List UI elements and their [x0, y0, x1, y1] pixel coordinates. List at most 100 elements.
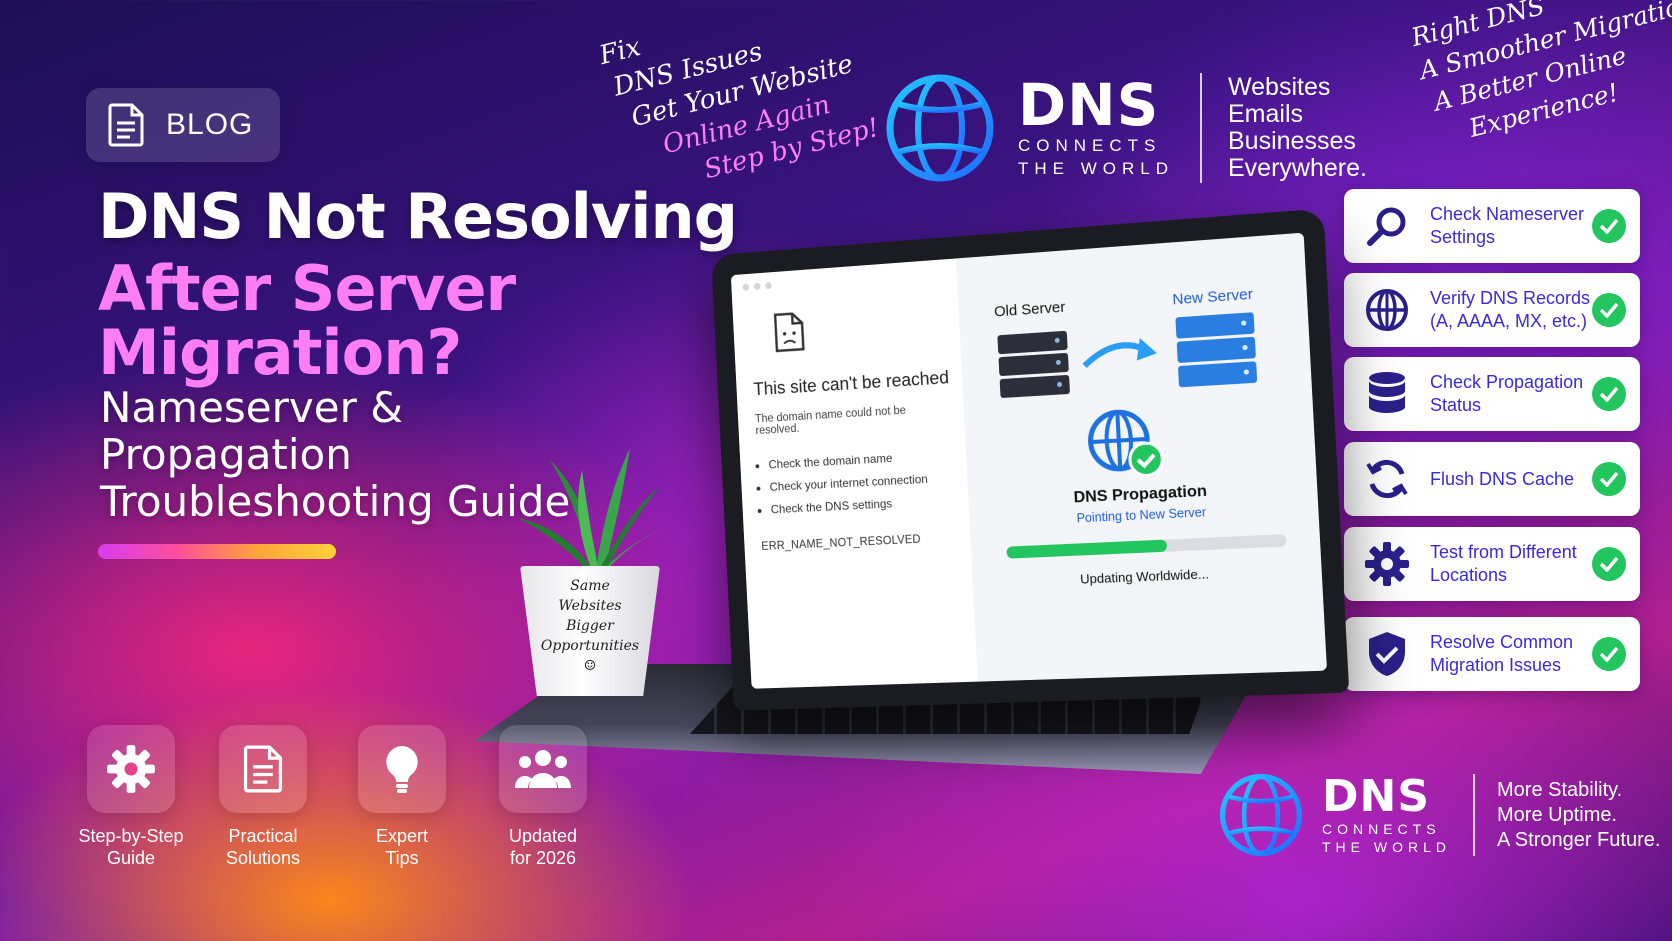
sad-document-icon — [772, 311, 806, 354]
plant-leaves — [518, 448, 674, 578]
slogan-line: More Stability. — [1497, 778, 1623, 801]
error-description: The domain name could not be resolved. — [754, 404, 907, 438]
refresh-icon — [1366, 459, 1408, 499]
old-server-label: Old Server — [993, 298, 1066, 321]
laptop-screen: This site can't be reached The domain na… — [711, 208, 1350, 711]
slogan-line: Websites — [1228, 73, 1331, 101]
logo-slogan: Websites Emails Businesses Everywhere. — [1228, 74, 1367, 182]
check-icon — [1592, 209, 1626, 243]
users-icon — [515, 750, 571, 788]
error-code: ERR_NAME_NOT_RESOLVED — [761, 533, 921, 553]
checklist-item-locations: Test from Different Locations — [1344, 527, 1640, 601]
checklist-item-flush: Flush DNS Cache — [1344, 442, 1640, 516]
blog-label: BLOG — [166, 108, 254, 141]
old-server-icon — [997, 330, 1071, 399]
globe-icon — [1219, 773, 1303, 857]
pot-text: Same Websites Bigger Opportunities ☺ — [536, 576, 644, 676]
globe-check-icon — [1083, 404, 1168, 483]
logo-tagline: CONNECTS — [1018, 136, 1162, 155]
progress-label: Updating Worldwide... — [1079, 566, 1210, 587]
logo-name: DNS — [1018, 71, 1160, 139]
checklist-label: Resolve Common Migration Issues — [1430, 632, 1574, 675]
slogan-line: A Stronger Future. — [1497, 828, 1661, 851]
pot-line: Same — [570, 578, 610, 594]
new-server-label: New Server — [1171, 285, 1254, 309]
shield-check-icon — [1369, 632, 1405, 676]
pot-line: Opportunities — [540, 638, 640, 654]
error-title: This site can't be reached — [752, 367, 950, 400]
headline-line-3: Migration? — [98, 316, 462, 389]
handwritten-note-left: Fix DNS Issues Get Your Website Online A… — [596, 0, 883, 205]
checklist-label: Flush DNS Cache — [1430, 468, 1575, 489]
smiley-icon: ☺ — [583, 658, 597, 674]
checklist-label: Check Nameserver Settings — [1430, 204, 1585, 247]
slogan-line: More Uptime. — [1497, 803, 1618, 826]
feature-caption: Practical — [228, 826, 298, 846]
lightbulb-icon — [386, 746, 418, 793]
pot-line: Websites — [558, 598, 622, 614]
propagation-progress — [1006, 534, 1287, 559]
error-tips: Check the domain name Check your interne… — [768, 444, 959, 522]
logo-tagline: THE WORLD — [1322, 839, 1451, 855]
checklist-item-nameserver: Check Nameserver Settings — [1344, 189, 1640, 263]
arrow-icon — [1079, 331, 1162, 376]
logo-text: DNS CONNECTS THE WORLD — [1018, 76, 1174, 180]
browser-window: This site can't be reached The domain na… — [730, 232, 1328, 689]
document-icon — [243, 745, 283, 793]
globe-icon — [1366, 289, 1408, 331]
check-icon — [1592, 547, 1626, 581]
magnifier-icon — [1367, 207, 1406, 246]
subtitle-line-1: Nameserver & — [100, 383, 403, 432]
error-panel: This site can't be reached The domain na… — [730, 258, 978, 689]
feature-caption: Tips — [385, 848, 419, 868]
progress-fill — [1006, 539, 1168, 559]
subtitle-line-2: Propagation — [100, 430, 352, 479]
checklist-item-records: Verify DNS Records (A, AAAA, MX, etc.) — [1344, 273, 1640, 347]
checklist-item-propagation: Check Propagation Status — [1344, 357, 1640, 431]
checklist-label: Test from Different Locations — [1430, 542, 1577, 585]
window-dots — [742, 281, 772, 291]
slogan-line: Businesses — [1228, 127, 1356, 155]
checklist-label: Verify DNS Records (A, AAAA, MX, etc.) — [1430, 288, 1591, 331]
checklist-item-migration: Resolve Common Migration Issues — [1344, 617, 1640, 691]
plant-pot — [520, 566, 660, 696]
checklist-label: Check Propagation Status — [1430, 372, 1584, 415]
logo-tagline: CONNECTS — [1322, 821, 1441, 837]
propagation-panel: Old Server New Server — [955, 232, 1328, 682]
check-icon — [1592, 637, 1626, 671]
gear-icon — [1365, 542, 1409, 586]
check-icon — [1592, 377, 1626, 411]
handwritten-note-right: Right DNS A Smoother Migration A Better … — [1408, 0, 1672, 154]
headline-line-1: DNS Not Resolving — [98, 180, 738, 253]
feature-caption: for 2026 — [509, 848, 577, 868]
new-server-icon — [1175, 312, 1258, 388]
slogan-line: Everywhere. — [1228, 154, 1367, 182]
logo-name: DNS — [1322, 771, 1431, 822]
brand-logo-top: DNS CONNECTS THE WORLD Websites Emails B… — [884, 72, 1367, 184]
logo-divider — [1473, 774, 1475, 856]
slogan-line: Emails — [1228, 100, 1304, 128]
database-icon — [1369, 372, 1405, 413]
feature-caption: Guide — [106, 848, 156, 868]
check-icon — [1592, 293, 1626, 327]
headline-line-2: After Server — [98, 252, 516, 325]
feature-caption: Step-by-Step — [78, 826, 184, 846]
pot-line: Bigger — [566, 618, 614, 634]
logo-text: DNS CONNECTS THE WORLD — [1322, 774, 1451, 856]
feature-caption: Solutions — [225, 848, 301, 868]
document-icon — [108, 103, 144, 147]
logo-slogan: More Stability. More Uptime. A Stronger … — [1497, 778, 1660, 853]
logo-tagline: THE WORLD — [1018, 159, 1174, 178]
logo-divider — [1200, 73, 1202, 183]
feature-caption: Expert — [375, 826, 429, 846]
title-underline — [98, 544, 336, 559]
feature-caption: Updated — [508, 826, 578, 846]
gear-icon — [107, 745, 155, 793]
subtitle-line-3: Troubleshooting Guide — [100, 477, 571, 526]
check-icon — [1592, 462, 1626, 496]
globe-icon — [886, 74, 994, 182]
